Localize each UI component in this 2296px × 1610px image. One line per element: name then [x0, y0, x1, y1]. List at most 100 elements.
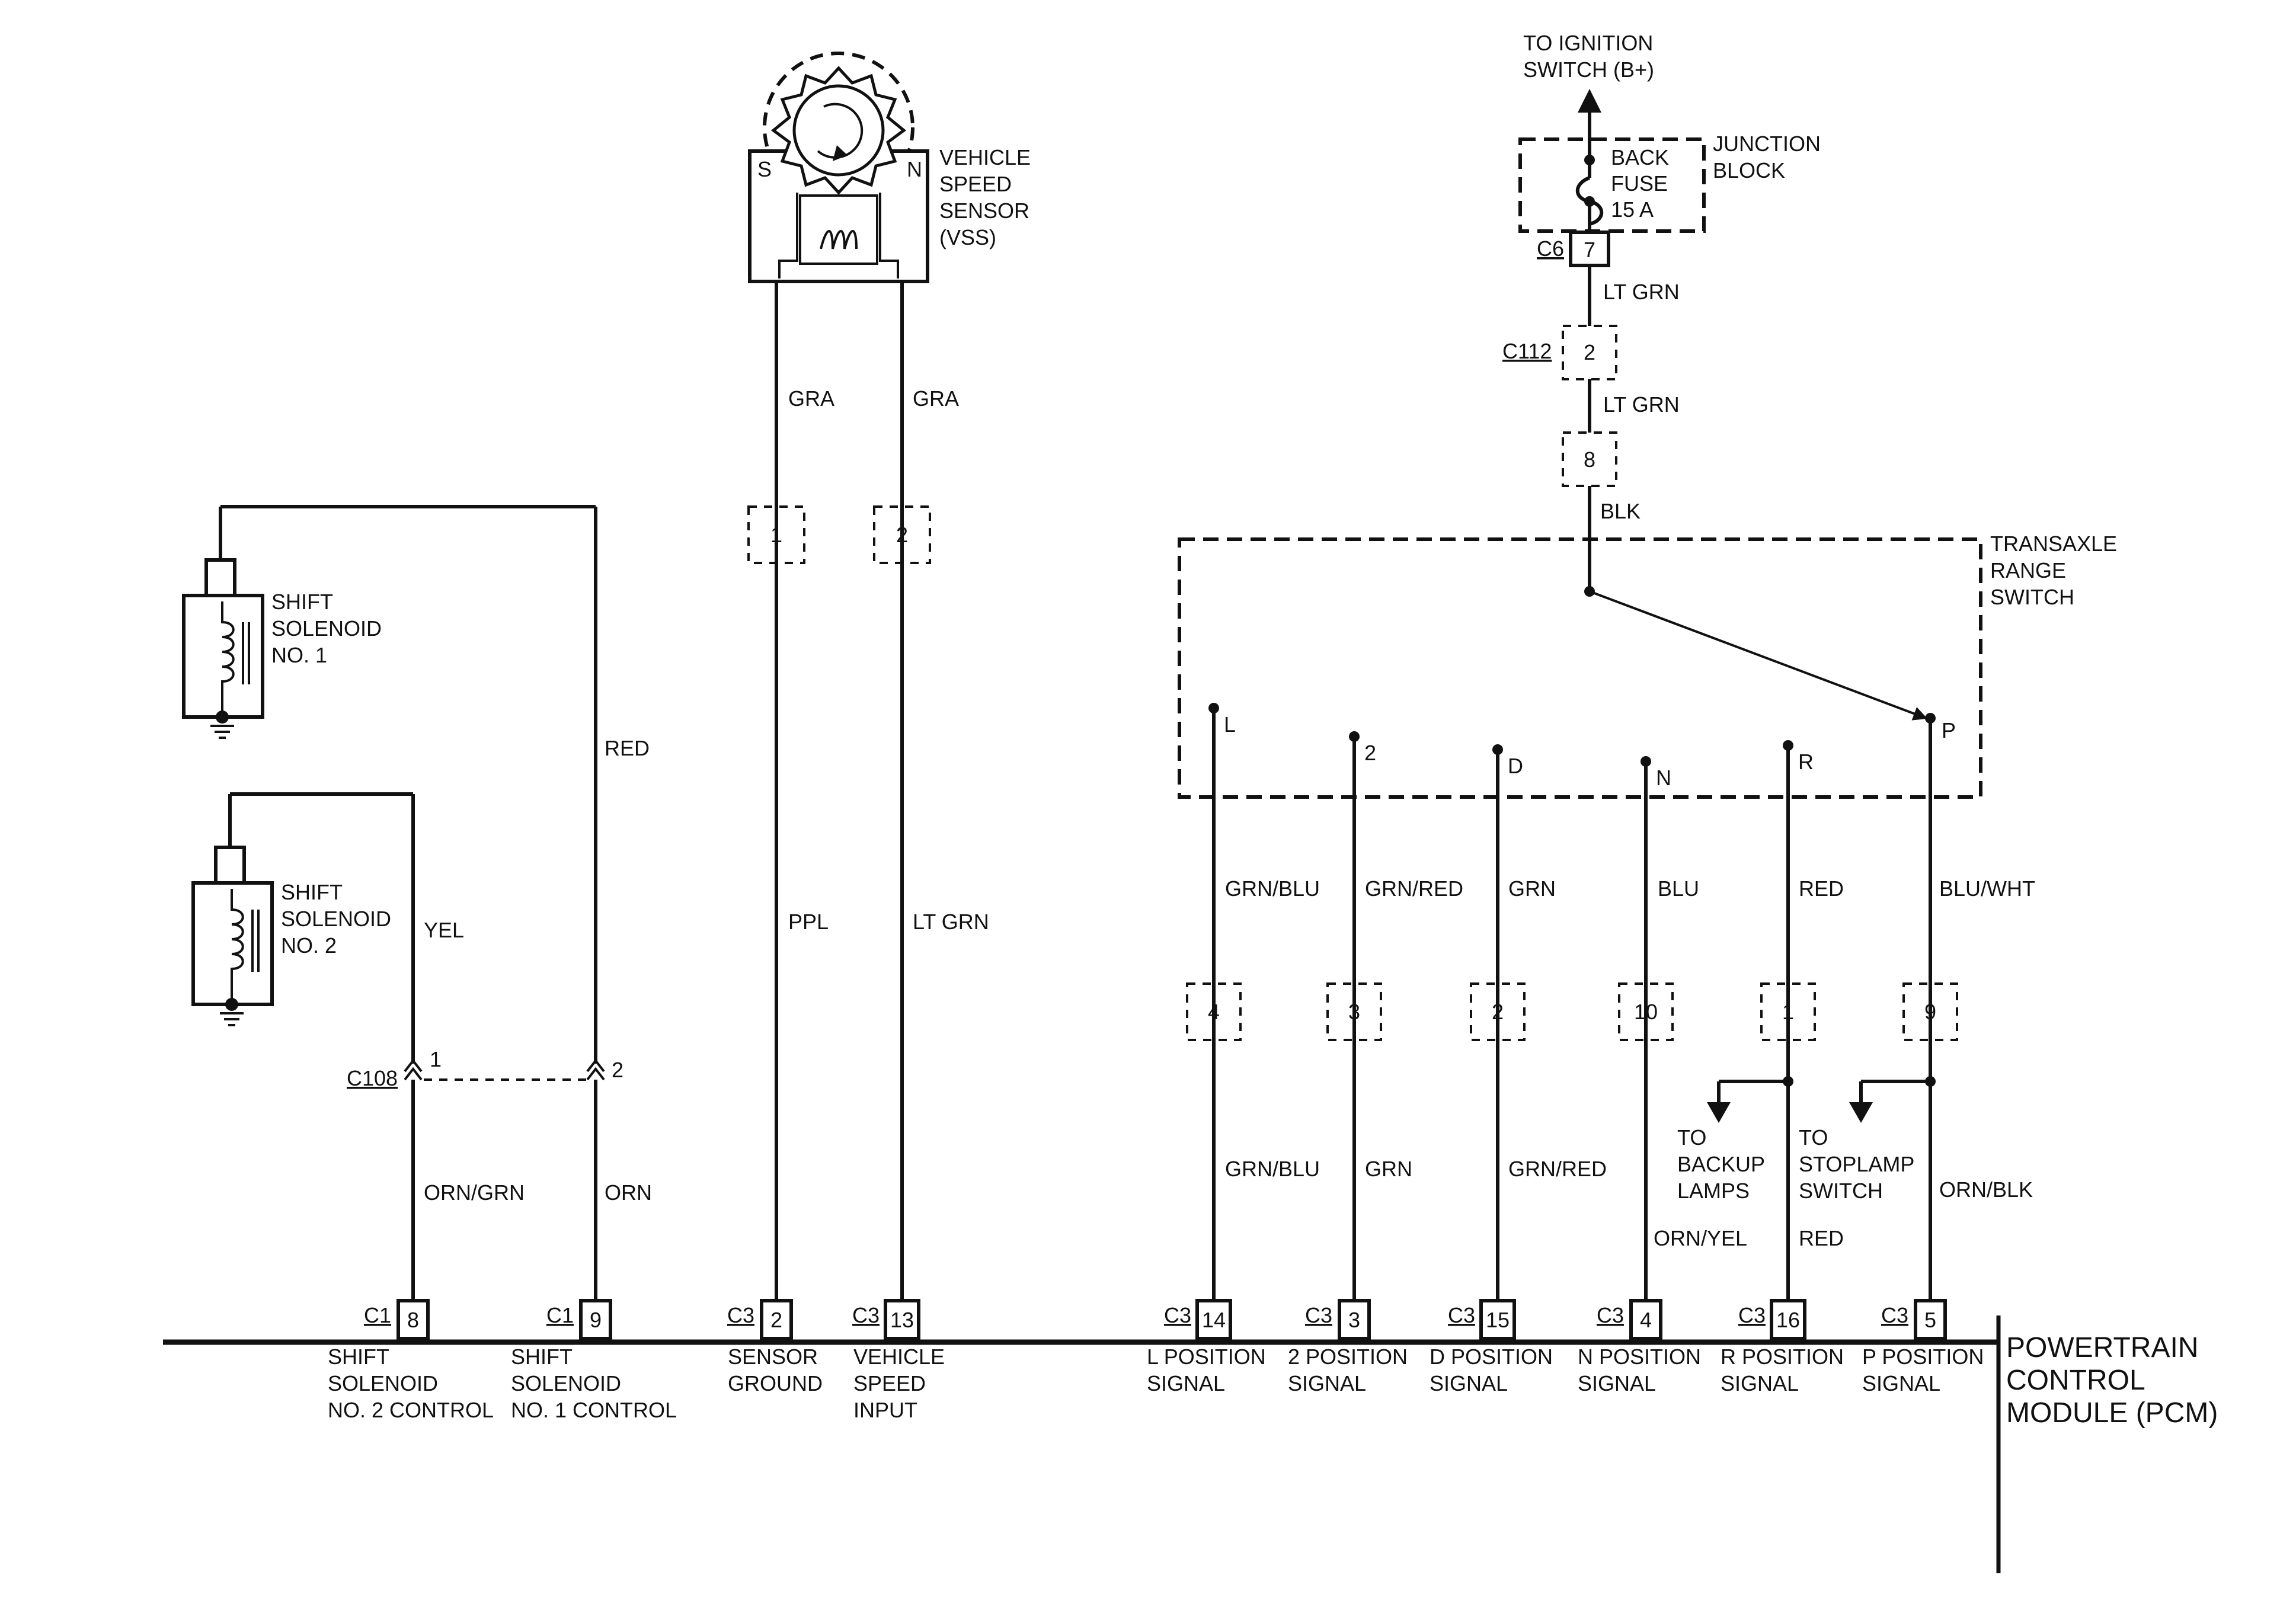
ignition-feed: TO IGNITION SWITCH (B+): [1523, 31, 1654, 160]
c6-connector-label: C6: [1537, 236, 1564, 261]
wire-label-trs-r-upper: RED: [1799, 876, 1844, 901]
trs-position-d: D: [1508, 754, 1523, 778]
wire-label-trs-l-lower: GRN/BLU: [1225, 1157, 1320, 1181]
wire-label-ltgrn-1: LT GRN: [1603, 280, 1680, 304]
junction-block: BACK FUSE 15 A JUNCTION BLOCK 7 C6: [1518, 132, 1821, 267]
pcm-pin-number: 14: [1202, 1308, 1226, 1332]
pcm-pin-connector: C3: [852, 1303, 880, 1327]
pcm-pin-label-1: L POSITION: [1147, 1345, 1266, 1369]
c108-pin-1-icon: [404, 1058, 423, 1073]
pcm-label-3: MODULE (PCM): [2006, 1397, 2218, 1429]
inline-pin-2: 2: [1492, 1000, 1504, 1024]
c6-connector: [1569, 231, 1610, 267]
wire-label-trs-r-lower: RED: [1799, 1226, 1844, 1250]
pcm-pin-c3-4: 4 C3 N POSITION SIGNAL: [1578, 1299, 1701, 1395]
trs-position-p: P: [1942, 718, 1956, 742]
trs-position-r: R: [1798, 750, 1814, 774]
wire-label-trs-2-upper: GRN/RED: [1365, 876, 1463, 901]
pcm-pin-number: 16: [1776, 1308, 1800, 1332]
trs-contact-n: N: [1641, 756, 1671, 790]
pcm-pin-c3-14: 14 C3 L POSITION SIGNAL: [1147, 1299, 1266, 1395]
junction-block-label-2: BLOCK: [1713, 158, 1785, 183]
shift-solenoid-2: SHIFT SOLENOID NO. 2 YEL: [191, 792, 464, 1064]
trs-contact-d: D: [1492, 744, 1523, 778]
pcm-pin-label-2: SIGNAL: [1721, 1371, 1799, 1395]
inline-pin-4: 4: [1208, 1000, 1220, 1024]
pcm-pin-number: 15: [1486, 1308, 1510, 1332]
ignition-label-2: SWITCH (B+): [1523, 57, 1654, 82]
wire-label-trs-n-upper: BLU: [1658, 876, 1699, 901]
c108-pin-2: 2: [612, 1058, 623, 1082]
pcm-pin-label-1: P POSITION: [1862, 1345, 1984, 1369]
wire-label-trs-d-lower: GRN/RED: [1508, 1157, 1607, 1181]
pcm-pin-label-2: SIGNAL: [1288, 1371, 1366, 1395]
pcm-pin-c1-8: 8 C1 SHIFT SOLENOID NO. 2 CONTROL: [328, 1299, 494, 1422]
inline-connector-1-vss: [747, 505, 805, 564]
pcm-pin-number: 2: [770, 1308, 782, 1332]
pcm-pin-label-2: SOLENOID: [328, 1371, 438, 1395]
c112-connector-label: C112: [1502, 339, 1552, 363]
wire-label-trs-2-lower: GRN: [1365, 1157, 1412, 1181]
wire-label-orn-grn: ORN/GRN: [424, 1180, 525, 1205]
inline-connector-2-vss: [873, 505, 931, 564]
wire-label-trs-d-upper: GRN: [1508, 876, 1556, 901]
inline-connector-4: [1186, 982, 1242, 1041]
solenoid-1-coil-icon: [221, 601, 235, 717]
pcm-pin-connector: C3: [1881, 1303, 1908, 1327]
pcm-pin-label-1: SHIFT: [511, 1345, 573, 1369]
pcm-pin-number: 13: [890, 1308, 914, 1332]
pcm-pin-c3-2: 2 C3 SENSOR GROUND: [727, 1299, 823, 1395]
inline-pin-1-vss: 1: [770, 523, 782, 547]
pcm-pin-number: 5: [1924, 1308, 1936, 1332]
pcm-pin-c3-13: 13 C3 VEHICLE SPEED INPUT: [852, 1299, 945, 1422]
trs-outline: [1178, 537, 1982, 799]
solenoid-1-label-1: SHIFT: [271, 590, 333, 614]
pcm-pin-label-1: VEHICLE: [853, 1345, 945, 1369]
pcm-pin-label-1: 2 POSITION: [1288, 1345, 1408, 1369]
inline-pin-2-vss: 2: [896, 523, 908, 547]
c112-pin: 2: [1584, 340, 1595, 364]
pcm-pin-number: 8: [407, 1308, 419, 1332]
wire-label-red: RED: [605, 736, 650, 760]
backup-label-2: BACKUP: [1677, 1152, 1765, 1176]
vss-pole-n: N: [907, 157, 922, 181]
pcm-pin-connector: C3: [1597, 1303, 1624, 1327]
inline-connector-3: [1326, 982, 1382, 1041]
wire-label-ltgrn-2: LT GRN: [1603, 392, 1680, 417]
pcm-pin-label-2: SIGNAL: [1147, 1371, 1225, 1395]
trs-circuits: GRN/BLU 4 GRN/BLU GRN/RED 3 GRN GRN 2 GR…: [1186, 708, 2035, 1304]
transaxle-range-switch: TRANSAXLE RANGE SWITCH L 2 D N R P: [1178, 532, 2117, 799]
shift-solenoid-1: SHIFT SOLENOID NO. 1 RED: [182, 505, 650, 1064]
vehicle-speed-sensor: S N VEHICLE SPEED SENSOR (VSS): [748, 52, 1031, 283]
trs-position-l: L: [1224, 712, 1236, 737]
junction-block-outline: [1518, 137, 1706, 233]
vss-label-1: VEHICLE: [939, 145, 1031, 169]
pcm-pin-label-3: NO. 1 CONTROL: [511, 1398, 677, 1422]
wire-label-orn: ORN: [605, 1180, 652, 1205]
vss-circuits: GRA GRA 1 2 PPL LT GRN: [747, 281, 989, 1304]
trs-position-2: 2: [1364, 741, 1376, 765]
backup-label-3: LAMPS: [1677, 1179, 1750, 1203]
backup-lamps-arrow-icon: [1707, 1102, 1731, 1123]
pcm-pin-label-2: SIGNAL: [1862, 1371, 1940, 1395]
inline-connector-9: [1902, 982, 1958, 1041]
trs-label-3: SWITCH: [1990, 585, 2074, 609]
wire-label-trs-p-upper: BLU/WHT: [1939, 876, 2035, 901]
pcm-pin-label-2: GROUND: [728, 1371, 823, 1395]
pcm-pin-number: 4: [1640, 1308, 1652, 1332]
fuse-label-3: 15 A: [1611, 197, 1654, 222]
vss-magnet: [799, 194, 878, 265]
vss-coil-icon: [820, 230, 858, 249]
pcm-pin-c1-9: 9 C1 SHIFT SOLENOID NO. 1 CONTROL: [511, 1299, 677, 1422]
pcm-pin-label-2: SOLENOID: [511, 1371, 621, 1395]
solenoid-1-label-2: SOLENOID: [271, 616, 382, 641]
solenoid-2-label-1: SHIFT: [281, 880, 343, 904]
vss-label-2: SPEED: [939, 172, 1012, 196]
wire-label-vss-left-upper: GRA: [788, 386, 834, 411]
wire-label-trs-p-lower: ORN/BLK: [1939, 1177, 2033, 1202]
pcm-pin-label-3: INPUT: [853, 1398, 917, 1422]
pcm-pin-label-1: D POSITION: [1430, 1345, 1553, 1369]
pcm-pin-c3-16: 16 C3 R POSITION SIGNAL: [1721, 1299, 1844, 1395]
c108-pin-1: 1: [430, 1047, 442, 1071]
pcm-pin-label-3: NO. 2 CONTROL: [328, 1398, 494, 1422]
